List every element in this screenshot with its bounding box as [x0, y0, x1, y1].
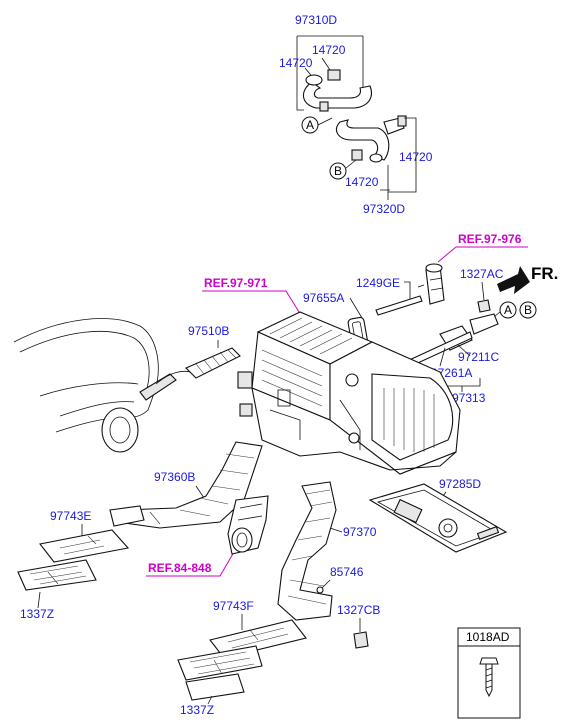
label-1337Z-right: 1337Z [180, 703, 214, 717]
label-97211C: 97211C [458, 350, 499, 364]
label-1018AD: 1018AD [466, 630, 510, 644]
bolt [375, 295, 423, 316]
control-unit-97285D [368, 483, 508, 553]
hvac-heater-unit [237, 311, 461, 475]
ref-97-971[interactable]: REF.97-971 [204, 276, 268, 290]
ref-84-848[interactable]: REF.84-848 [148, 561, 212, 575]
label-97360B: 97360B [154, 470, 195, 484]
nut [477, 299, 491, 313]
clamp-icon [397, 115, 407, 127]
marker-a-right-label: A [504, 303, 512, 317]
hose-clamp [369, 153, 383, 163]
label-1249GE: 1249GE [356, 276, 400, 290]
ref-97-976-group: REF.97-976 [417, 232, 528, 305]
floor-outlet-97743F [209, 619, 307, 659]
label-1327AC: 1327AC [460, 267, 504, 281]
label-1337Z-left: 1337Z [20, 607, 54, 621]
marker-b-top-label: B [334, 164, 342, 178]
label-85746: 85746 [330, 565, 364, 579]
floor-duct-97370 [277, 481, 337, 621]
label-97285D: 97285D [439, 477, 481, 491]
fr-label: FR. [531, 264, 558, 283]
heater-hose-assembly: 97310D 14720 14720 A B 14720 14720 97320… [279, 13, 433, 216]
label-97743E: 97743E [50, 509, 91, 523]
side-vent-97510B [185, 347, 241, 379]
label-14720-upper-left: 14720 [279, 56, 313, 70]
floor-outlet-97743E [39, 529, 130, 563]
floor-duct-97360B [109, 441, 263, 529]
part-box-1018AD: 1018AD [457, 627, 521, 719]
clamp-icon [327, 69, 341, 81]
label-97370: 97370 [343, 525, 377, 539]
grille-1337Z-right [177, 645, 263, 681]
grille-1337Z [17, 559, 97, 591]
hose-clamp [305, 74, 323, 86]
marker-a-right [499, 301, 517, 319]
valve-plate [469, 313, 499, 335]
label-14720-lower: 14720 [345, 175, 379, 189]
actuator [237, 371, 253, 389]
marker-b-top [329, 162, 347, 180]
center-duct [227, 495, 269, 555]
label-14720-upper-right: 14720 [312, 43, 346, 57]
instrument-panel-outline [13, 318, 191, 453]
marker-a-top-label: A [306, 118, 314, 132]
clamp-icon [351, 149, 363, 161]
marker-b-right-label: B [524, 303, 532, 317]
front-direction-indicator: FR. [497, 264, 558, 294]
label-97320D: 97320D [363, 202, 405, 216]
label-97655A: 97655A [303, 291, 344, 305]
nut [353, 631, 369, 649]
front-arrow-icon [497, 266, 530, 294]
clamp-icon [319, 101, 329, 112]
label-97743F: 97743F [213, 599, 254, 613]
label-1327CB: 1327CB [337, 603, 380, 617]
label-97510B: 97510B [188, 324, 229, 338]
screw-icon [479, 657, 499, 698]
marker-b-right [519, 301, 537, 319]
label-97310D: 97310D [295, 13, 337, 27]
label-97313: 97313 [452, 391, 486, 405]
actuator [239, 403, 253, 417]
ref-97-976[interactable]: REF.97-976 [458, 232, 522, 246]
